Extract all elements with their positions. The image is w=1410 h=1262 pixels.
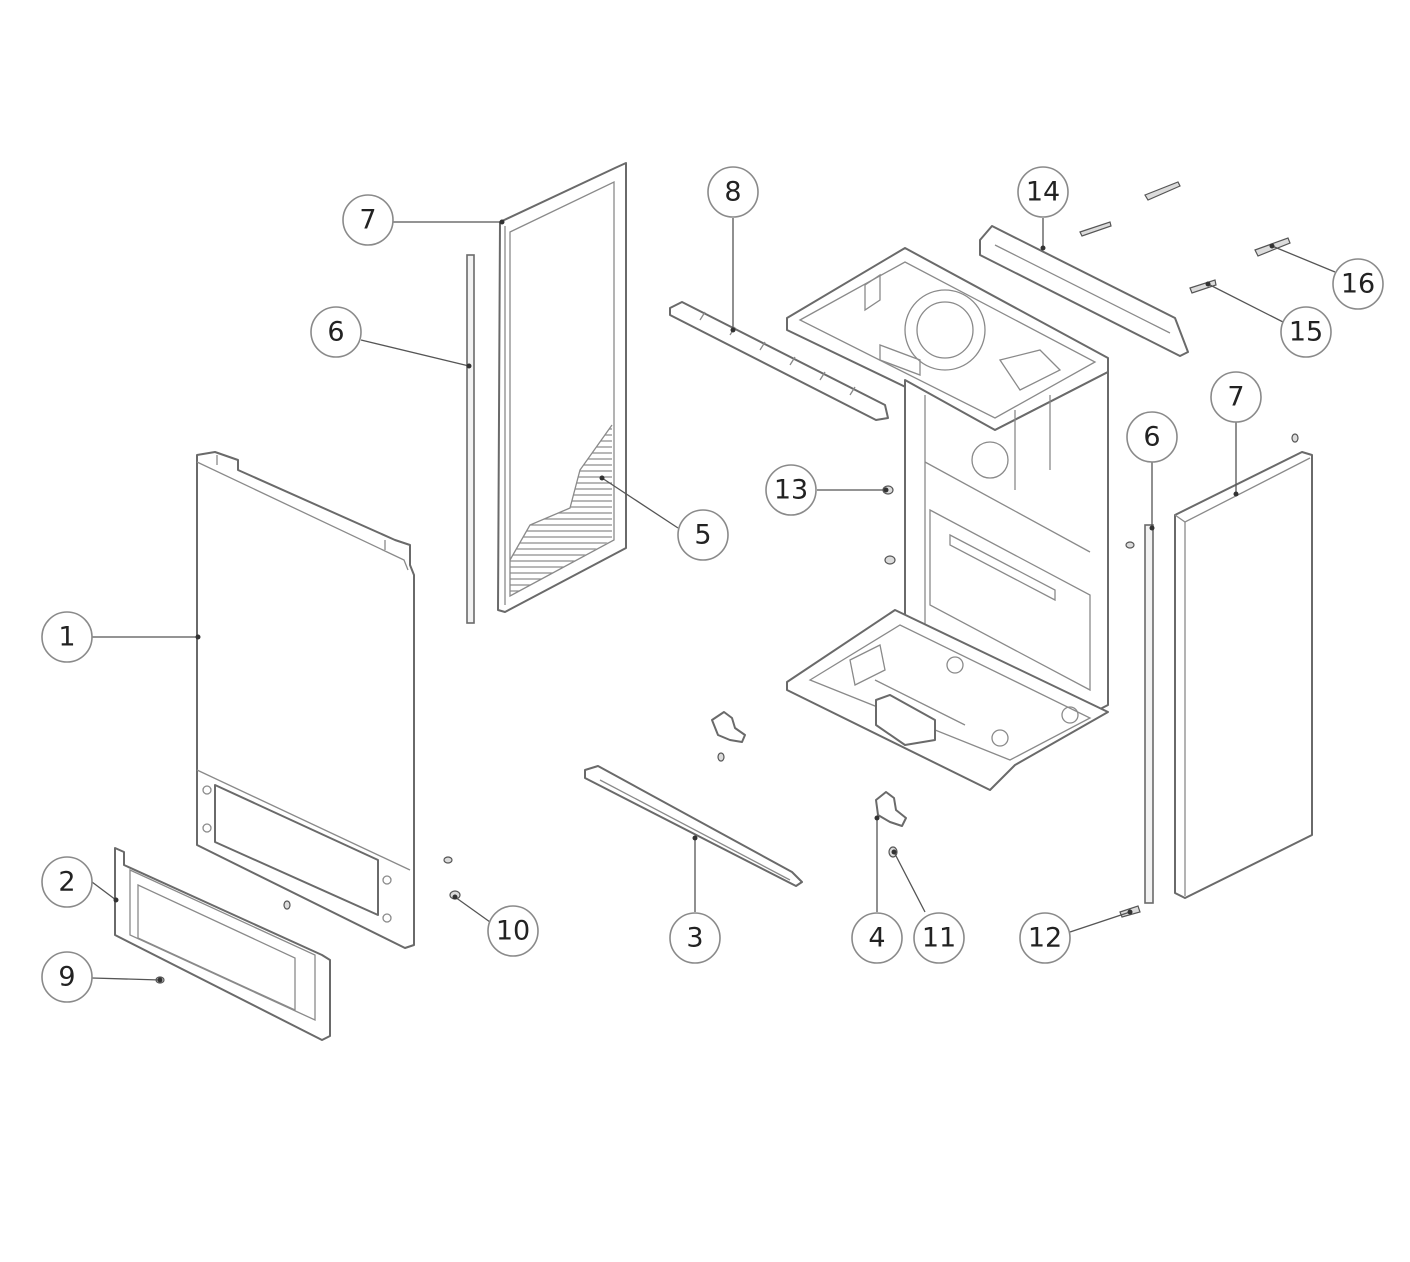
svg-text:1: 1	[58, 622, 75, 653]
callout-4: 4	[851, 912, 903, 964]
svg-text:8: 8	[724, 177, 741, 208]
callout-9: 9	[41, 951, 93, 1003]
svg-text:4: 4	[868, 923, 885, 954]
door-frame-part	[497, 162, 627, 613]
right-seal-rod-part	[1144, 524, 1154, 904]
main-chassis-part	[786, 247, 1109, 791]
callout-16: 16	[1332, 258, 1384, 310]
right-side-panel-part	[1174, 451, 1313, 899]
base-rail-part	[584, 765, 803, 887]
callout-10: 10	[487, 905, 539, 957]
svg-text:9: 9	[58, 962, 75, 993]
svg-text:15: 15	[1289, 317, 1323, 348]
svg-text:7: 7	[359, 205, 376, 236]
svg-text:7: 7	[1227, 382, 1244, 413]
svg-text:2: 2	[58, 867, 75, 898]
svg-text:10: 10	[496, 916, 530, 947]
callout-6-left: 6	[310, 306, 362, 358]
lower-trim-panel-part	[114, 847, 331, 1041]
callout-1: 1	[41, 611, 93, 663]
svg-text:13: 13	[774, 475, 808, 506]
callout-14: 14	[1017, 166, 1069, 218]
svg-text:5: 5	[694, 520, 711, 551]
callout-12: 12	[1019, 912, 1071, 964]
callout-15: 15	[1280, 306, 1332, 358]
svg-text:3: 3	[686, 923, 703, 954]
foot-bracket-part	[711, 711, 907, 858]
svg-text:12: 12	[1028, 923, 1062, 954]
callout-11: 11	[913, 912, 965, 964]
callout-5: 5	[677, 509, 729, 561]
top-rail-part	[979, 225, 1189, 357]
callout-13: 13	[765, 464, 817, 516]
svg-text:6: 6	[327, 317, 344, 348]
svg-text:11: 11	[922, 923, 956, 954]
svg-text:14: 14	[1026, 177, 1060, 208]
callout-2: 2	[41, 856, 93, 908]
svg-text:6: 6	[1143, 422, 1160, 453]
callout-7-left: 7	[342, 194, 394, 246]
callout-6-right: 6	[1126, 411, 1178, 463]
callout-8: 8	[707, 166, 759, 218]
svg-text:16: 16	[1341, 269, 1375, 300]
leader-lines	[91, 218, 1336, 983]
callout-3: 3	[669, 912, 721, 964]
left-seal-rod-part	[466, 254, 475, 624]
callout-7-right: 7	[1210, 371, 1262, 423]
front-panel-part	[196, 451, 415, 949]
